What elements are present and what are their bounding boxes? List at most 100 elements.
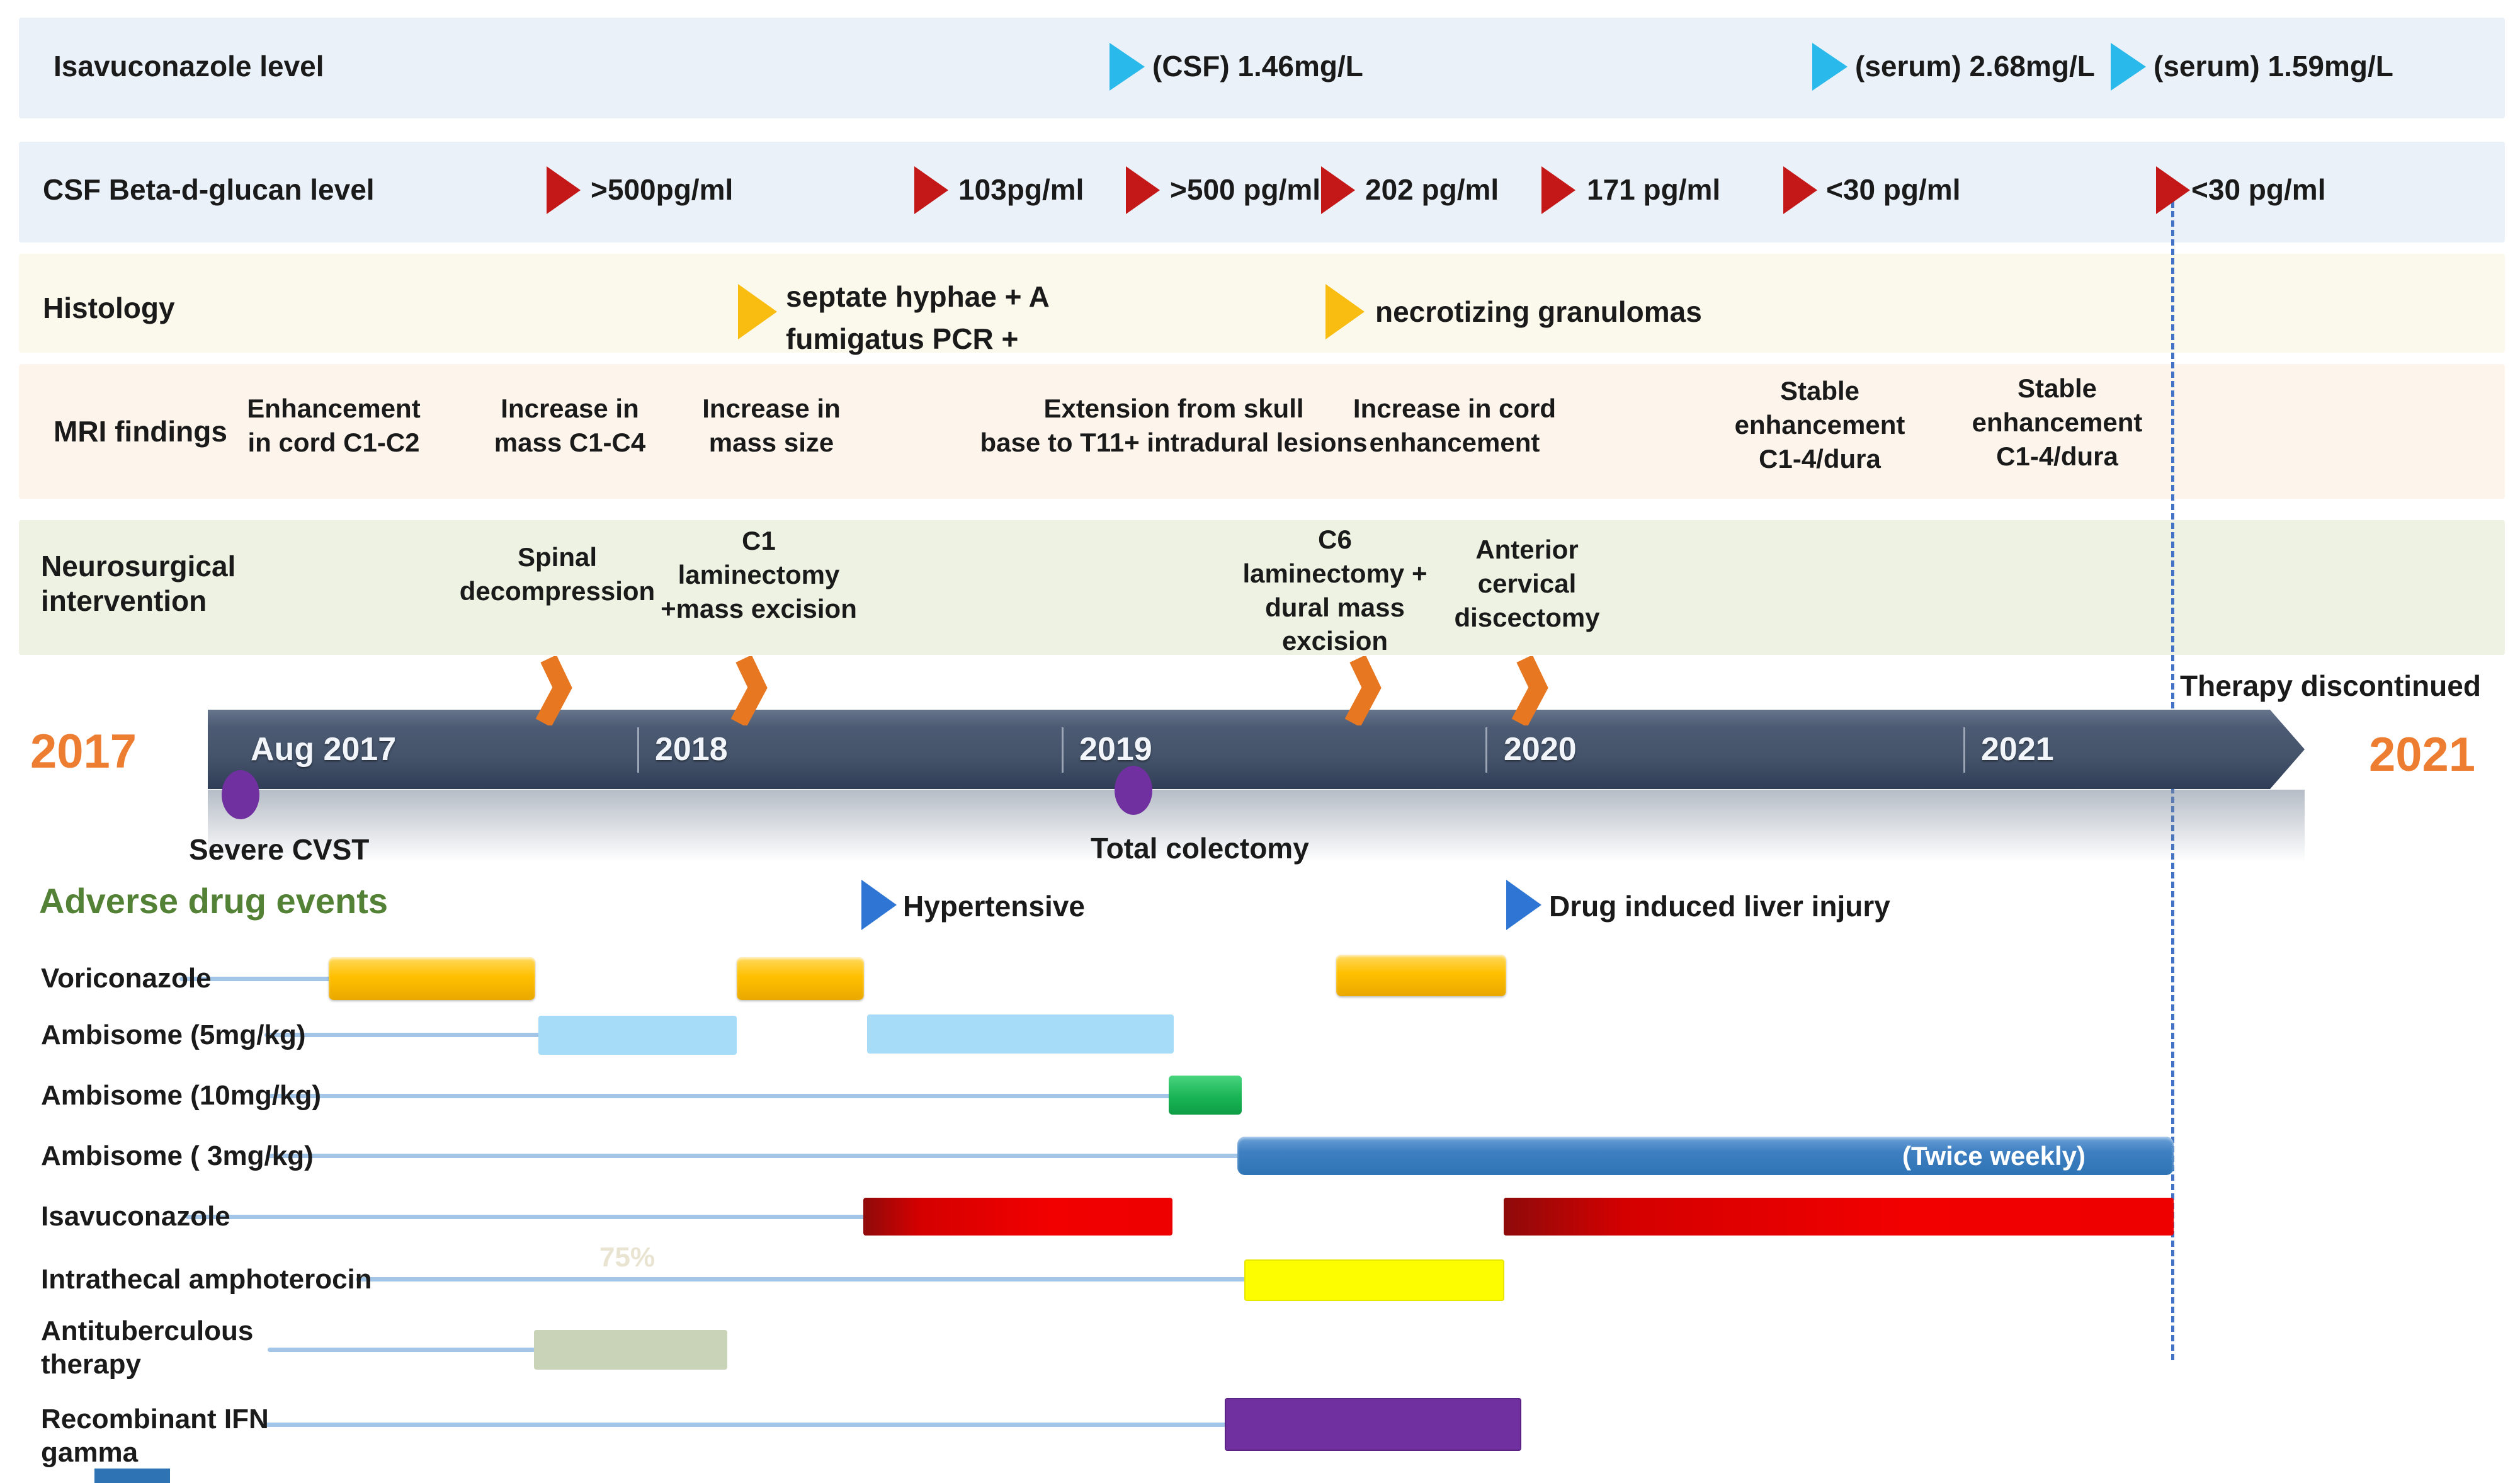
- mri-finding-1: Enhancement in cord C1-C2: [247, 394, 421, 457]
- voriconazole-bar-2: [737, 957, 864, 1000]
- band-csf-beta-d-glucan: [19, 142, 2505, 242]
- adverse-event-hypertensive: Hypertensive: [903, 890, 1085, 923]
- timeline-year-left: 2017: [30, 725, 137, 778]
- timeline-event-total-colectomy: Total colectomy: [1091, 832, 1309, 865]
- blue-triangle-icon: [1506, 880, 1541, 930]
- neuro-event-3: C6 laminectomy + dural mass excision: [1242, 525, 1427, 656]
- histology-finding-2: necrotizing granulomas: [1375, 295, 1702, 328]
- timeline-divider: [1485, 727, 1487, 773]
- gold-triangle-icon: [1325, 284, 1365, 339]
- band-neurosurgical: [19, 520, 2505, 655]
- drug-label-ambisome-3: Ambisome ( 3mg/kg): [41, 1140, 314, 1171]
- band-mri-findings: [19, 364, 2505, 499]
- voriconazole-bar-1: [329, 957, 535, 1000]
- band-histology: [19, 254, 2505, 353]
- red-triangle-icon: [2156, 166, 2190, 214]
- row-label-mri-findings: MRI findings: [54, 415, 227, 448]
- ambisome3-bar: (Twice weekly): [1237, 1137, 2174, 1175]
- row-label-isavuconazole-level: Isavuconazole level: [54, 50, 324, 82]
- mri-finding-4: Extension from skull base to T11+ intrad…: [980, 394, 1368, 457]
- drug-label-ambisome-5: Ambisome (5mg/kg): [41, 1020, 306, 1050]
- histology-finding-1: septate hyphae + A fumigatus PCR +: [786, 280, 1050, 355]
- red-triangle-icon: [914, 166, 948, 214]
- ambisome10-bar: [1169, 1076, 1242, 1115]
- timeline-bar: Aug 2017 2018 2019 2020 2021: [208, 710, 2305, 789]
- ambisome5-bar-1: [538, 1016, 737, 1055]
- band-isavuconazole-level: [19, 18, 2505, 118]
- drug-label-voriconazole: Voriconazole: [41, 963, 212, 994]
- timeline-event-severe-cvst: Severe CVST: [189, 833, 370, 866]
- connector-line: [186, 1215, 865, 1219]
- mri-finding-6: Stable enhancement C1-4/dura: [1734, 376, 1905, 474]
- row-label-neurosurgical: Neurosurgical intervention: [41, 550, 236, 618]
- timeline-divider: [1963, 727, 1965, 773]
- timeline-seg-2021: 2021: [1981, 731, 2054, 768]
- connector-line: [268, 1348, 535, 1352]
- neuro-event-4: Anterior cervical discectomy: [1454, 535, 1600, 632]
- isavuconazole-bar-2: [1504, 1198, 2174, 1236]
- timeline-year-right: 2021: [2369, 728, 2476, 781]
- glucan-value-1: >500pg/ml: [591, 173, 734, 206]
- chevron-arrow-icon: [1511, 656, 1548, 725]
- connector-line: [356, 1277, 1246, 1281]
- glucan-value-5: 171 pg/ml: [1587, 173, 1721, 206]
- voriconazole-bar-3: [1336, 955, 1506, 996]
- cropped-bar-fragment: [94, 1469, 170, 1483]
- red-triangle-icon: [1126, 166, 1160, 214]
- isavu-serum-value-1: (serum) 2.68mg/L: [1855, 50, 2095, 82]
- drug-label-intrathecal: Intrathecal amphoterocin: [41, 1264, 372, 1295]
- chevron-arrow-icon: [730, 656, 768, 725]
- mri-finding-5: Increase in cord enhancement: [1353, 394, 1557, 457]
- timeline-seg-2020: 2020: [1504, 731, 1577, 768]
- timeline-reflection: [208, 790, 2305, 875]
- mri-finding-2: Increase in mass C1-C4: [494, 394, 646, 457]
- timeline-seg-2018: 2018: [655, 731, 728, 768]
- glucan-value-2: 103pg/ml: [958, 173, 1084, 206]
- recombinant-ifn-bar: [1225, 1398, 1521, 1451]
- row-label-csf-beta-d-glucan: CSF Beta-d-glucan level: [43, 173, 375, 206]
- twice-weekly-note: (Twice weekly): [1902, 1140, 2086, 1171]
- mri-finding-3: Increase in mass size: [702, 394, 841, 457]
- chevron-arrow-icon: [1344, 656, 1382, 725]
- isavuconazole-bar-1: [863, 1198, 1172, 1236]
- ambisome5-bar-2: [867, 1014, 1174, 1054]
- cyan-triangle-icon: [2111, 43, 2146, 91]
- drug-label-antituberculous: Antituberculous therapy: [41, 1315, 254, 1380]
- timeline-divider: [637, 727, 639, 773]
- chevron-arrow-icon: [535, 656, 572, 725]
- connector-line: [268, 1154, 1239, 1158]
- timeline-seg-2019: 2019: [1079, 731, 1152, 768]
- watermark-75: 75%: [599, 1242, 656, 1273]
- connector-line: [264, 1033, 540, 1037]
- antituberculous-bar: [534, 1330, 727, 1370]
- intrathecal-bar: [1244, 1259, 1504, 1301]
- mri-finding-7: Stable enhancement C1-4/dura: [1972, 373, 2143, 471]
- connector-line: [179, 977, 331, 981]
- neuro-event-2: C1 laminectomy +mass excision: [661, 526, 857, 623]
- gold-triangle-icon: [738, 284, 777, 339]
- therapy-discontinued-label: Therapy discontinued: [2180, 669, 2481, 702]
- red-triangle-icon: [1541, 166, 1575, 214]
- isavu-csf-value: (CSF) 1.46mg/L: [1152, 50, 1363, 82]
- red-triangle-icon: [1321, 166, 1355, 214]
- connector-line: [268, 1094, 1171, 1098]
- glucan-value-4: 202 pg/ml: [1365, 173, 1499, 206]
- adverse-event-liver-injury: Drug induced liver injury: [1549, 890, 1890, 923]
- timeline-event-dot: [222, 770, 259, 819]
- cyan-triangle-icon: [1110, 43, 1145, 91]
- red-triangle-icon: [547, 166, 581, 214]
- drug-label-recombinant-ifn: Recombinant IFN gamma: [41, 1404, 269, 1468]
- cyan-triangle-icon: [1812, 43, 1847, 91]
- glucan-value-6: <30 pg/ml: [1826, 173, 1961, 206]
- blue-triangle-icon: [861, 880, 897, 930]
- glucan-value-3: >500 pg/ml: [1170, 173, 1321, 206]
- row-label-histology: Histology: [43, 292, 175, 324]
- red-triangle-icon: [1783, 166, 1817, 214]
- glucan-value-7: <30 pg/ml: [2191, 173, 2326, 206]
- adverse-drug-events-title: Adverse drug events: [39, 881, 388, 921]
- connector-line: [264, 1423, 1227, 1427]
- neuro-event-1: Spinal decompression: [459, 542, 656, 606]
- timeline-divider: [1062, 727, 1064, 773]
- isavu-serum-value-2: (serum) 1.59mg/L: [2154, 50, 2393, 82]
